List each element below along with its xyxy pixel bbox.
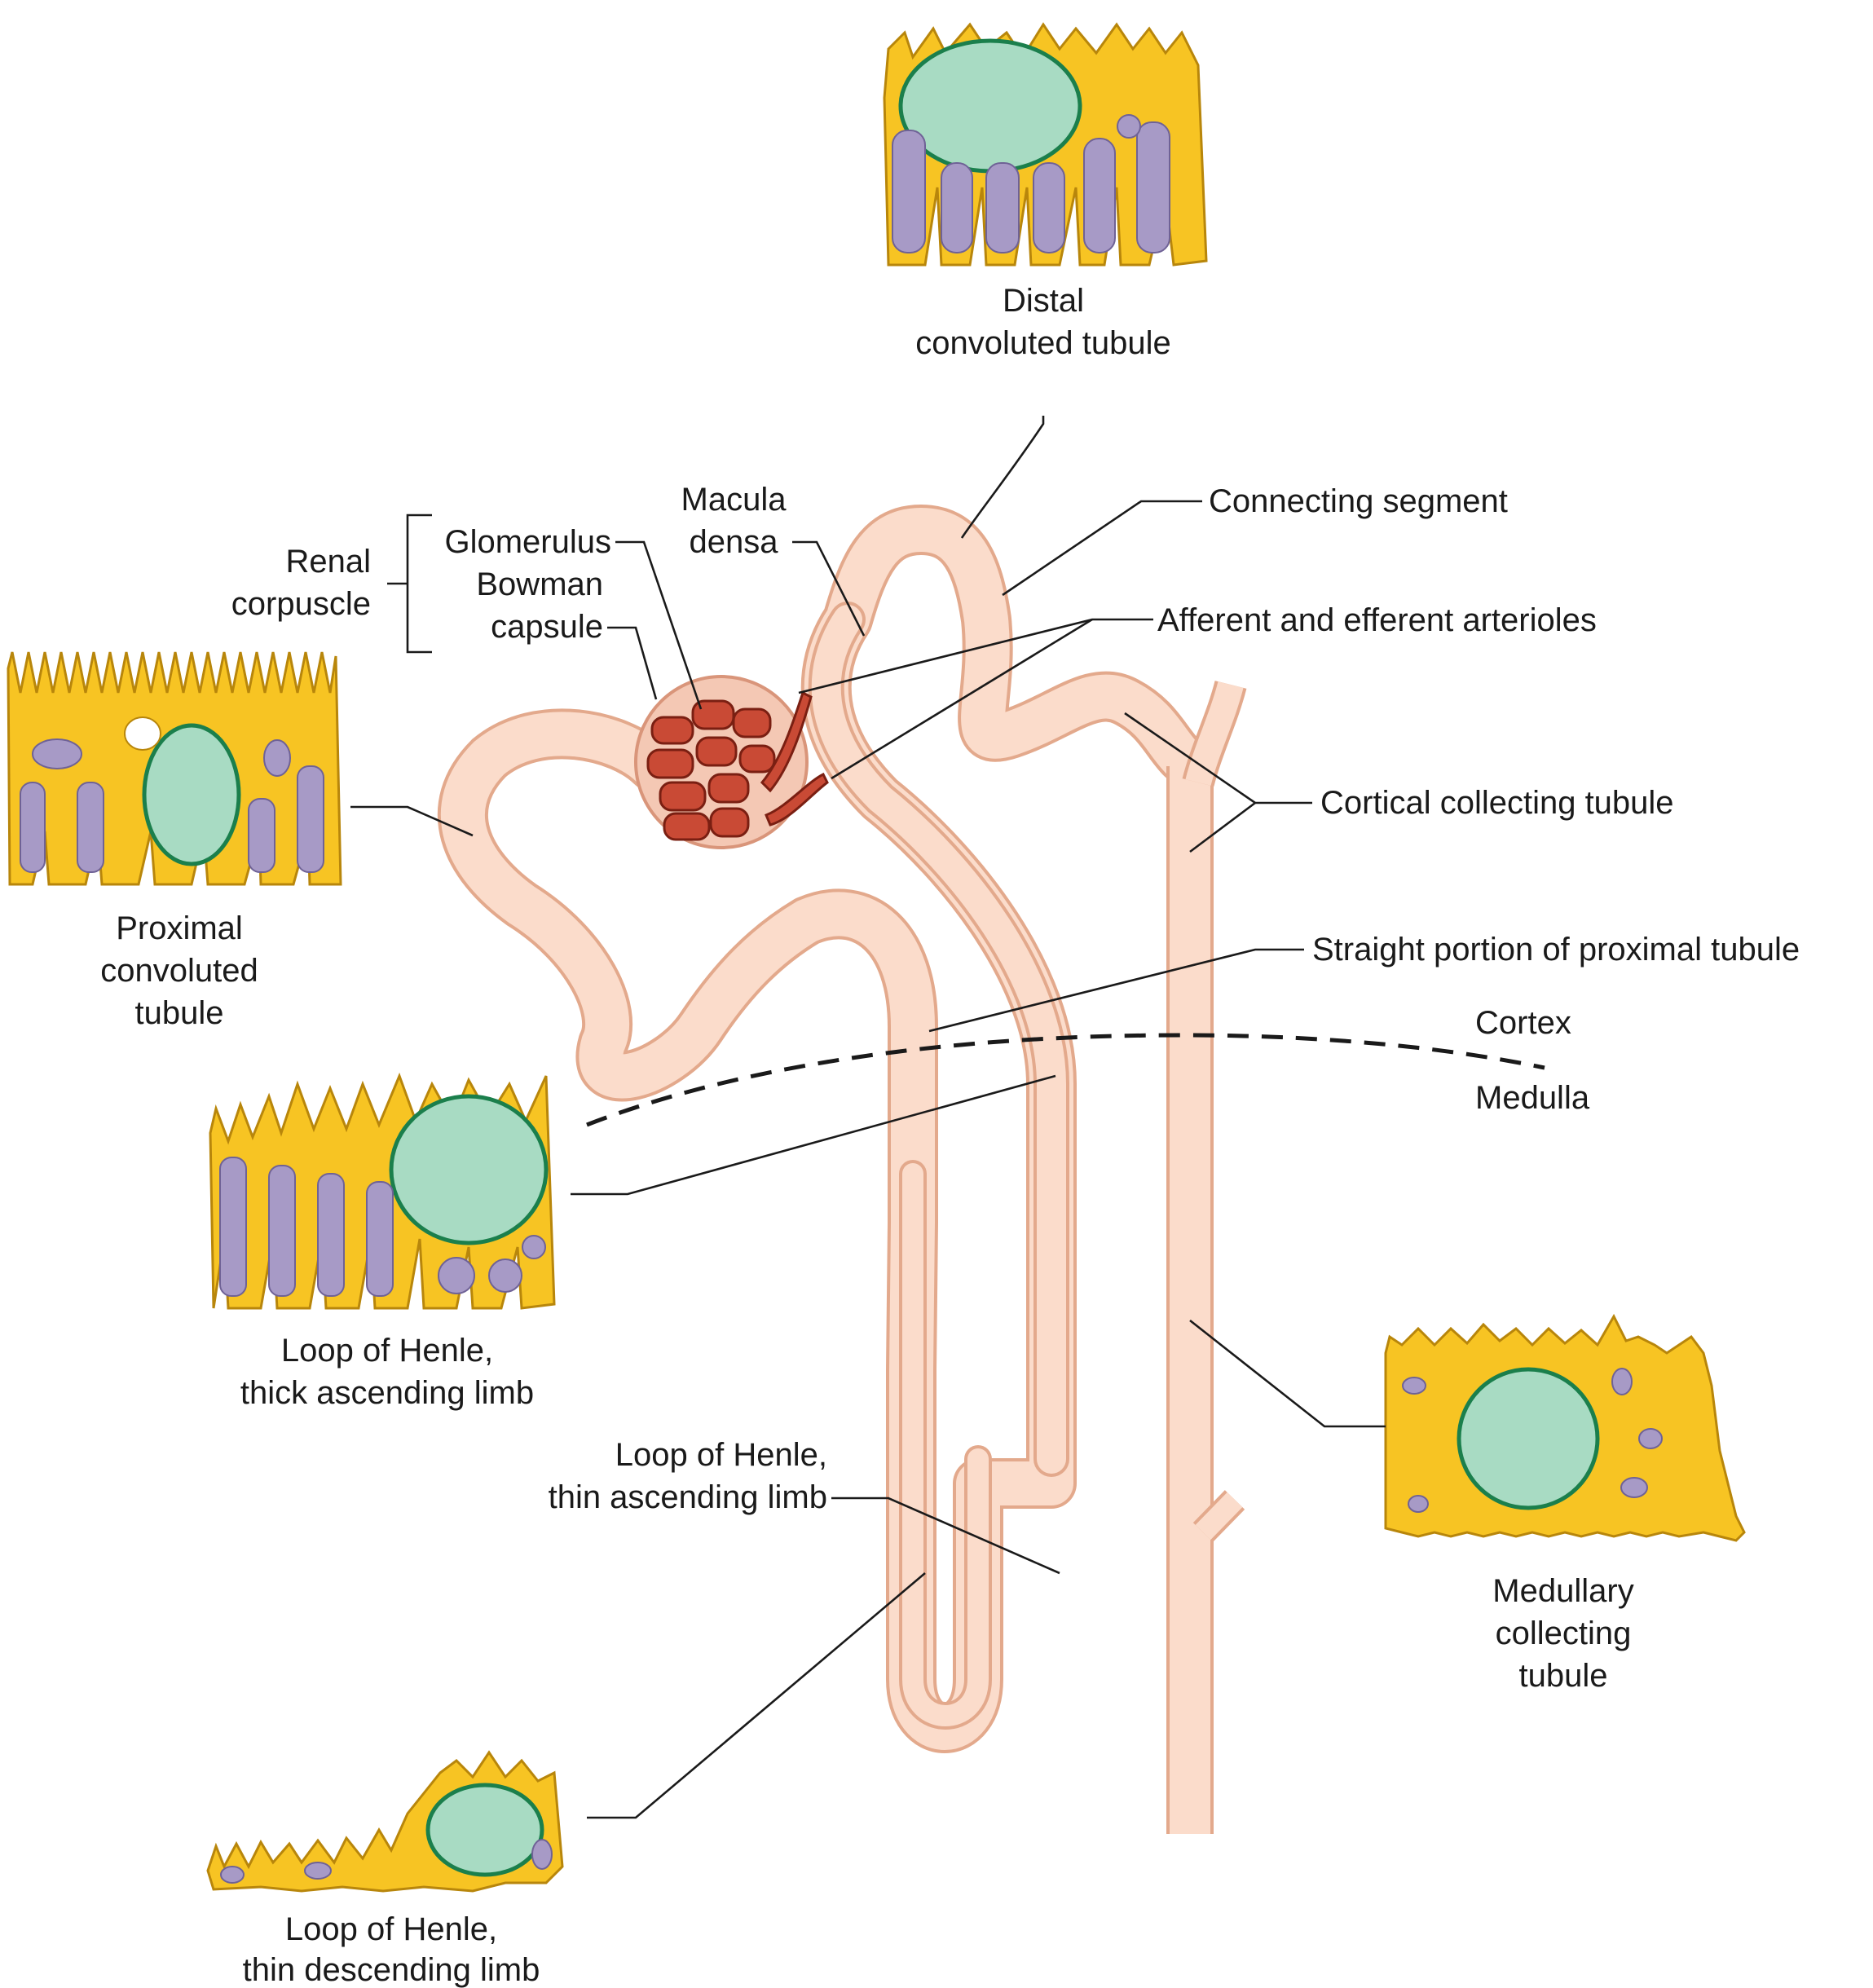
nucleus bbox=[389, 1094, 549, 1245]
label-thin-desc-1: Loop of Henle, bbox=[285, 1911, 497, 1947]
renal-corpuscle bbox=[634, 675, 829, 849]
label-distal-2: convoluted tubule bbox=[915, 325, 1171, 361]
leader-thin-asc bbox=[831, 1497, 1060, 1575]
label-arterioles: Afferent and efferent arterioles bbox=[1157, 602, 1597, 638]
nucleus bbox=[1457, 1367, 1600, 1510]
label-medullary-3: tubule bbox=[1519, 1658, 1608, 1694]
nucleus bbox=[425, 1783, 544, 1877]
leader-arterioles-b bbox=[831, 618, 1093, 780]
label-bowman-1: Bowman bbox=[476, 566, 603, 602]
leader-distal bbox=[960, 416, 1045, 539]
label-medullary-1: Medullary bbox=[1492, 1573, 1633, 1609]
cell-medullary-collecting bbox=[1384, 1313, 1746, 1542]
leader-thick bbox=[571, 1074, 1056, 1196]
cell-distal-convoluted bbox=[883, 22, 1208, 267]
label-connecting: Connecting segment bbox=[1209, 483, 1508, 519]
leader-glomerulus bbox=[615, 540, 703, 710]
label-straight: Straight portion of proximal tubule bbox=[1312, 932, 1800, 968]
leader-macula bbox=[792, 540, 866, 637]
leader-lines bbox=[350, 416, 1386, 1819]
label-thin-asc-2: thin ascending limb bbox=[549, 1479, 827, 1515]
cell-thin-descending-limb bbox=[206, 1750, 564, 1893]
label-proximal-3: tubule bbox=[135, 995, 224, 1031]
label-renal-2: corpuscle bbox=[231, 586, 371, 622]
leader-proximal bbox=[350, 805, 474, 837]
label-thin-desc-2: thin descending limb bbox=[243, 1952, 540, 1988]
collecting-duct-branch-top-fill bbox=[1185, 681, 1244, 787]
leader-medullary bbox=[1189, 1319, 1386, 1428]
nucleus bbox=[142, 723, 241, 866]
label-bowman-2: capsule bbox=[491, 609, 603, 645]
label-cortical: Cortical collecting tubule bbox=[1320, 785, 1674, 821]
label-macula-2: densa bbox=[690, 524, 779, 560]
label-distal-1: Distal bbox=[1003, 283, 1084, 319]
leader-bowman bbox=[607, 626, 658, 700]
label-thick-2: thick ascending limb bbox=[240, 1375, 534, 1411]
label-medullary-2: collecting bbox=[1496, 1616, 1632, 1651]
label-macula-1: Macula bbox=[681, 482, 787, 518]
leader-straight bbox=[928, 948, 1304, 1033]
leader-thin-desc bbox=[587, 1572, 926, 1819]
label-cortex: Cortex bbox=[1475, 1005, 1571, 1041]
label-thick-1: Loop of Henle, bbox=[281, 1333, 493, 1369]
thin-limb-fill bbox=[902, 1163, 989, 1726]
label-glomerulus: Glomerulus bbox=[444, 524, 611, 560]
cell-proximal-convoluted bbox=[7, 651, 342, 886]
label-proximal-2: convoluted bbox=[100, 953, 258, 989]
label-thin-asc-1: Loop of Henle, bbox=[615, 1437, 827, 1473]
leader-cortical-b bbox=[1189, 801, 1256, 853]
label-renal-1: Renal bbox=[285, 544, 371, 580]
nucleus bbox=[898, 38, 1082, 174]
glomerulus-capillaries bbox=[646, 690, 829, 841]
collecting-duct-branch-mid-fill bbox=[1195, 1492, 1243, 1541]
label-proximal-1: Proximal bbox=[116, 910, 243, 946]
label-medulla: Medulla bbox=[1475, 1080, 1590, 1116]
leader-renal-bracket bbox=[387, 514, 432, 654]
labels: Distal convoluted tubule Connecting segm… bbox=[100, 283, 1800, 1988]
cortex-medulla-boundary bbox=[586, 1033, 1545, 1127]
cell-thick-ascending-limb bbox=[209, 1072, 556, 1310]
leader-connecting bbox=[1002, 500, 1202, 597]
